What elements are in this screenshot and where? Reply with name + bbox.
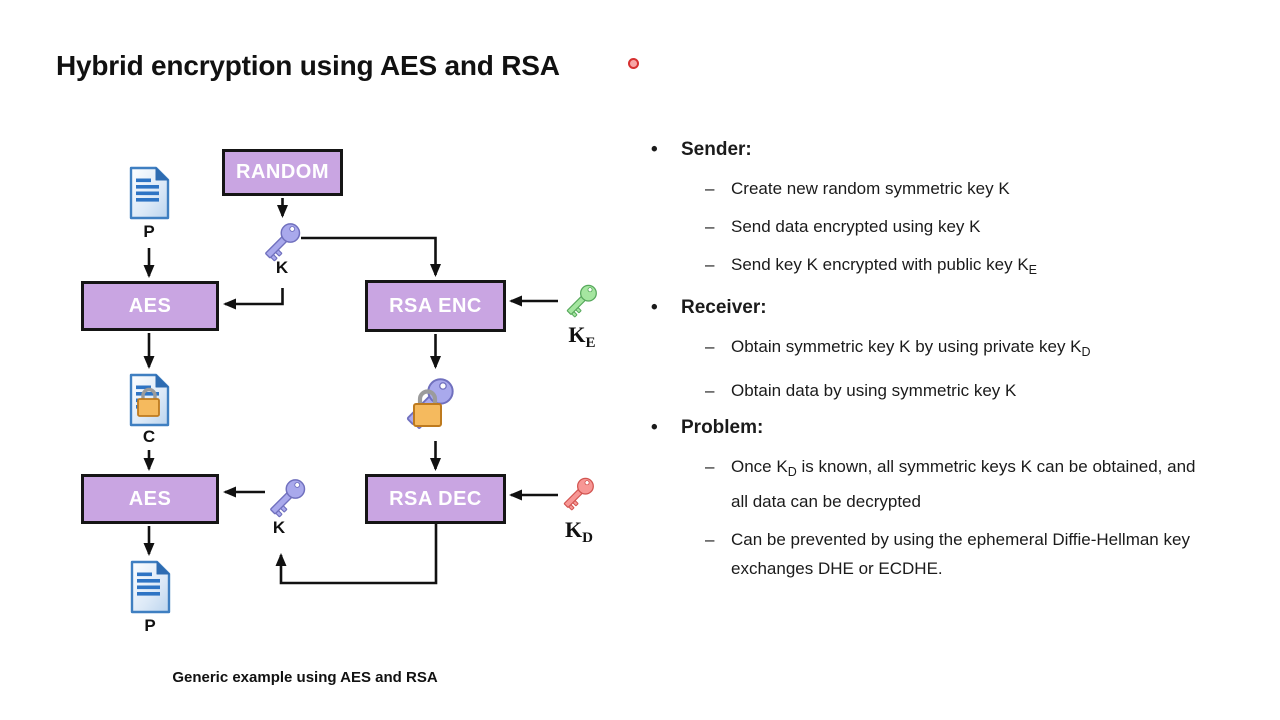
dash-glyph: – — [705, 179, 715, 198]
bullet-heading: • Problem: — [640, 414, 1206, 442]
rsa-decrypt-box: RSA DEC — [365, 474, 506, 524]
slide-title: Hybrid encryption using AES and RSA — [56, 50, 560, 81]
arrow-key-to-aes-enc — [223, 288, 284, 310]
bullet-item: –Once KD is known, all symmetric keys K … — [640, 452, 1206, 516]
bullet-item-text: Send key K encrypted with public key KE — [731, 255, 1038, 277]
bullet-heading-text: Sender: — [681, 139, 752, 160]
encryption-diagram: RANDOM AES RSA ENC AES RSA DEC P K KE — [60, 130, 620, 705]
plaintext-label-bottom: P — [144, 616, 156, 635]
symmetric-key-label-top: K — [275, 258, 289, 277]
padlock-overlay — [413, 389, 442, 427]
dash-glyph: – — [705, 381, 715, 400]
bullet-item: –Send key K encrypted with public key KE — [640, 250, 1206, 285]
dash-glyph: – — [705, 337, 715, 356]
symmetric-key-icon-top — [263, 220, 305, 262]
bullet-heading-text: Receiver: — [681, 297, 767, 318]
bullet-item: –Can be prevented by using the ephemeral… — [640, 525, 1206, 583]
public-key-label: KE — [558, 322, 606, 352]
bullet-heading: • Receiver: — [640, 294, 1206, 322]
bullet-glyph: • — [651, 139, 658, 160]
private-key-subscript: D — [582, 530, 593, 546]
random-box-label: RANDOM — [236, 161, 329, 183]
bullet-item-text: Can be prevented by using the ephemeral … — [731, 530, 1190, 578]
bullet-item: –Obtain symmetric key K by using private… — [640, 332, 1206, 367]
symmetric-key-icon-bottom — [268, 476, 310, 518]
dash-glyph: – — [705, 255, 715, 274]
bullet-item-text: Obtain data by using symmetric key K — [731, 381, 1017, 400]
aes-decrypt-label: AES — [128, 487, 172, 510]
public-key-base: K — [568, 322, 586, 347]
symmetric-key-label-bottom: K — [272, 518, 286, 537]
bullet-glyph: • — [651, 417, 658, 438]
encrypted-key-icon — [400, 373, 459, 432]
arrow-rsadec-to-key — [275, 524, 438, 585]
rsa-encrypt-label: RSA ENC — [389, 294, 482, 317]
bullet-item: –Create new random symmetric key K — [640, 174, 1206, 203]
bullet-heading: • Sender: — [640, 136, 1206, 164]
private-key-base: K — [565, 517, 583, 542]
dash-glyph: – — [705, 457, 715, 476]
bullet-item-text: Create new random symmetric key K — [731, 179, 1010, 198]
dash-glyph: – — [705, 530, 715, 549]
plaintext-document-icon — [129, 166, 170, 220]
aes-decrypt-box: AES — [81, 474, 219, 524]
bullet-item: –Send data encrypted using key K — [640, 212, 1206, 241]
bullet-list: •Sender:–Create new random symmetric key… — [640, 136, 1206, 592]
rsa-encrypt-box: RSA ENC — [365, 280, 506, 332]
private-key-icon — [562, 475, 598, 511]
arrow-key-to-rsaenc — [301, 236, 441, 277]
bullet-item-text: Once KD is known, all symmetric keys K c… — [731, 457, 1196, 511]
bullet-glyph: • — [651, 297, 658, 318]
decrypted-document-icon — [130, 560, 171, 614]
ciphertext-label: C — [142, 427, 156, 446]
laser-pointer-dot — [628, 58, 639, 69]
aes-encrypt-box: AES — [81, 281, 219, 331]
bullet-item-text: Send data encrypted using key K — [731, 217, 981, 236]
bullet-item: –Obtain data by using symmetric key K — [640, 376, 1206, 405]
random-generator-box: RANDOM — [222, 149, 343, 196]
bullet-heading-text: Problem: — [681, 417, 764, 438]
private-key-label: KD — [555, 517, 603, 547]
diagram-caption: Generic example using AES and RSA — [172, 669, 438, 686]
plaintext-label-top: P — [143, 222, 155, 241]
dash-glyph: – — [705, 217, 715, 236]
encrypted-document-icon — [129, 373, 170, 427]
bullet-item-text: Obtain symmetric key K by using private … — [731, 337, 1091, 359]
public-key-icon — [565, 282, 601, 318]
rsa-decrypt-label: RSA DEC — [389, 487, 482, 510]
padlock-overlay — [137, 387, 160, 417]
public-key-subscript: E — [585, 335, 596, 351]
aes-encrypt-label: AES — [128, 294, 172, 317]
